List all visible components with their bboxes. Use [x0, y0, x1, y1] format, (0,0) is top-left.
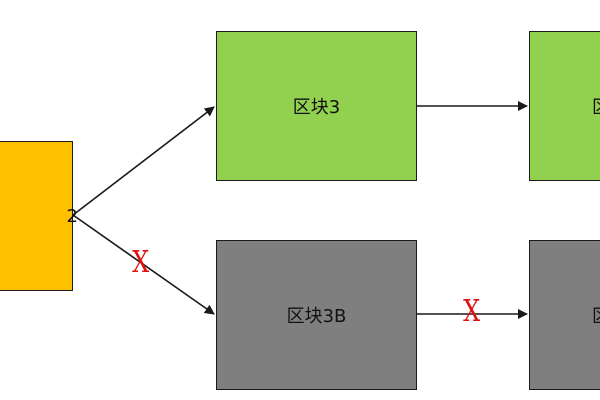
block-3-label: 区块3: [292, 97, 341, 118]
block-3b: 区块3B: [216, 240, 417, 390]
block-4b-label: 区: [592, 302, 600, 328]
block-4: 区: [529, 31, 600, 181]
block-2-label: 2: [66, 205, 78, 227]
block-4-label: 区: [592, 93, 600, 119]
block-4b: 区: [529, 240, 600, 390]
blocked-mark-icon: X: [132, 245, 150, 280]
arrow-block2-to-block3: [72, 106, 215, 216]
block-3b-label: 区块3B: [286, 306, 347, 327]
block-3: 区块3: [216, 31, 417, 181]
block-2: 2: [0, 141, 78, 291]
blocked-mark-icon: X: [463, 294, 481, 329]
